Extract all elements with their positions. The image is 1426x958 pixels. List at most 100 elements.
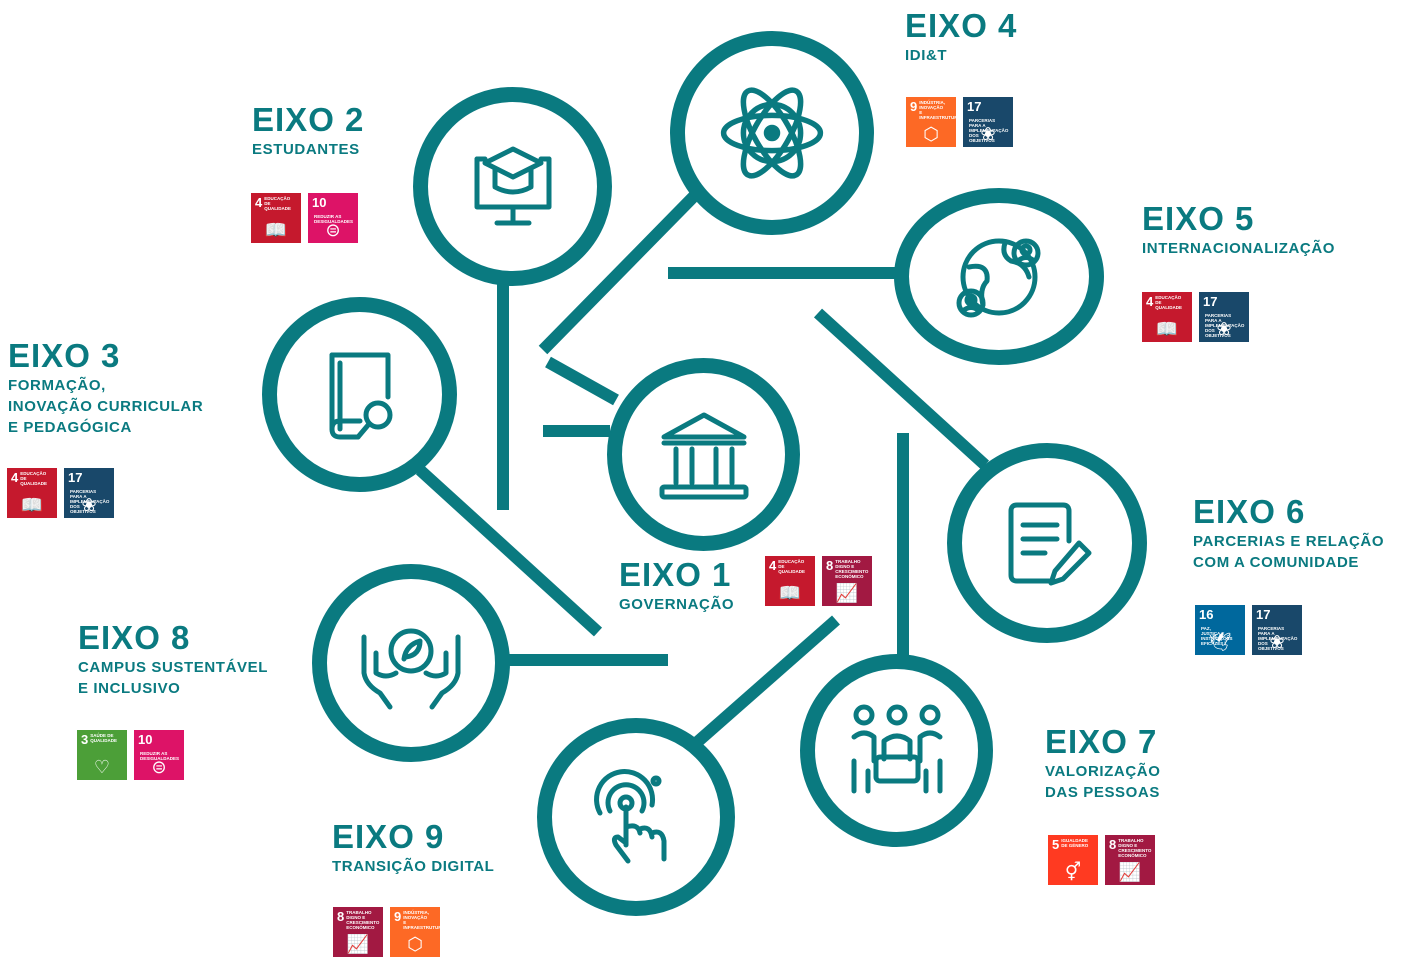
eixo8-label: EIXO 8 CAMPUS SUSTENTÁVEL E INCLUSIVO (78, 621, 268, 699)
touch-finger-icon (594, 769, 667, 864)
sdg-badge: 10REDUZIR AS DESIGUALDADES⊜ (134, 730, 184, 780)
meeting-people-icon (851, 704, 942, 793)
axis-title: EIXO 7 (1045, 723, 1158, 760)
connector-eixo3 (415, 465, 603, 637)
eixo6-label: EIXO 6 PARCERIAS E RELAÇÃO COM A COMUNID… (1193, 495, 1384, 573)
sdg-badge: 17PARCERIAS PARA A IMPLEMENTAÇÃO DOS OBJ… (1199, 292, 1249, 342)
sdg-icon: ❀ (1269, 632, 1285, 652)
sdg-number: 9 (394, 909, 402, 924)
eixo1-label: EIXO 1 GOVERNAÇÃO (619, 558, 734, 615)
sdg-label: SAÚDE DE QUALIDADE (90, 733, 117, 743)
graduation-monitor-icon (474, 146, 551, 225)
sdg-label: PARCERIAS PARA A IMPLEMENTAÇÃO DOS OBJET… (969, 118, 1009, 143)
sdg-label: PAZ, JUSTIÇA E INSTITUIÇÕES EFICAZES (1201, 626, 1233, 646)
eixo6-sdg-badges: 16PAZ, JUSTIÇA E INSTITUIÇÕES EFICAZES🕊1… (1195, 605, 1302, 655)
atom-icon (720, 87, 824, 179)
sdg-badge: 16PAZ, JUSTIÇA E INSTITUIÇÕES EFICAZES🕊 (1195, 605, 1245, 655)
document-pen-icon (1008, 502, 1092, 586)
axis-title: EIXO 4 (905, 7, 1018, 44)
sdg-label: PARCERIAS PARA A IMPLEMENTAÇÃO DOS OBJET… (1205, 313, 1245, 338)
sdg-label: REDUZIR AS DESIGUALDADES (140, 751, 180, 761)
eixo4-label: EIXO 4 IDI&T (905, 9, 1017, 66)
sdg-number: 17 (68, 470, 83, 485)
axis-subtitle: IDI&T (905, 47, 948, 64)
sdg-label: EDUCAÇÃO DE QUALIDADE (20, 471, 47, 486)
sdg-number: 4 (769, 558, 777, 573)
axis-title: EIXO 9 (332, 818, 445, 855)
sdg-number: 4 (1146, 294, 1154, 309)
sdg-number: 10 (138, 732, 153, 747)
sdg-icon: ⊜ (151, 757, 167, 777)
sdg-label: PARCERIAS PARA A IMPLEMENTAÇÃO DOS OBJET… (1258, 626, 1298, 651)
sdg-icon: ⚥ (1064, 862, 1082, 882)
axis-subtitle: TRANSIÇÃO DIGITAL (332, 858, 495, 875)
eixo9-label: EIXO 9 TRANSIÇÃO DIGITAL (332, 820, 494, 877)
axis-subtitle: FORMAÇÃO, INOVAÇÃO CURRICULAR E PEDAGÓGI… (8, 377, 204, 436)
sdg-number: 4 (11, 470, 19, 485)
sdg-label: EDUCAÇÃO DE QUALIDADE (778, 559, 805, 574)
sdg-number: 5 (1052, 837, 1060, 852)
sdg-number: 17 (1203, 294, 1218, 309)
sdg-label: EDUCAÇÃO DE QUALIDADE (264, 196, 291, 211)
sdg-icon: 📖 (1155, 319, 1179, 339)
sdg-number: 9 (910, 99, 918, 114)
axis-subtitle: INTERNACIONALIZAÇÃO (1142, 240, 1336, 257)
connector-eixo1b (545, 356, 619, 406)
sdg-label: TRABALHO DIGNO E CRESCIMENTO ECONÓMICO (346, 910, 380, 930)
eixo8-circle (312, 564, 510, 762)
eixo2-label: EIXO 2 ESTUDANTES (252, 103, 364, 160)
sdg-label: IGUALDADE DE GÉNERO (1061, 838, 1089, 848)
eixo5-label: EIXO 5 INTERNACIONALIZAÇÃO (1142, 202, 1335, 259)
axis-title: EIXO 5 (1142, 200, 1255, 237)
bank-icon (659, 412, 748, 499)
sdg-icon: ⬡ (923, 124, 939, 144)
eixo6-circle (947, 443, 1147, 643)
sdg-label: INDÚSTRIA, INOVAÇÃO E INFRAESTRUTURAS (919, 100, 956, 120)
sdg-number: 8 (826, 558, 834, 573)
sdg-icon: 📈 (346, 934, 370, 954)
eixo7-label: EIXO 7 VALORIZAÇÃO DAS PESSOAS (1045, 725, 1160, 803)
axis-title: EIXO 2 (252, 101, 365, 138)
eixo5-circle (894, 188, 1104, 365)
sdg-icon: 🕊 (1208, 632, 1232, 652)
connector-eixo9 (682, 615, 840, 757)
sdg-label: EDUCAÇÃO DE QUALIDADE (1155, 295, 1182, 310)
axis-subtitle: VALORIZAÇÃO DAS PESSOAS (1045, 763, 1161, 801)
sdg-badge: 17PARCERIAS PARA A IMPLEMENTAÇÃO DOS OBJ… (963, 97, 1013, 147)
book-search-icon (329, 352, 392, 439)
axis-subtitle: GOVERNAÇÃO (619, 596, 735, 613)
axis-subtitle: ESTUDANTES (252, 141, 360, 158)
sdg-icon: ❀ (81, 495, 97, 515)
sdg-icon: 📖 (264, 220, 288, 240)
sdg-number: 17 (967, 99, 982, 114)
sdg-label: TRABALHO DIGNO E CRESCIMENTO ECONÓMICO (835, 559, 869, 579)
sdg-badge: 10REDUZIR AS DESIGUALDADES⊜ (308, 193, 358, 243)
axis-title: EIXO 3 (8, 337, 121, 374)
sdg-icon: 📖 (20, 495, 44, 515)
sdg-number: 3 (81, 732, 89, 747)
sdg-icon: ❀ (1216, 319, 1232, 339)
sdg-badge: 17PARCERIAS PARA A IMPLEMENTAÇÃO DOS OBJ… (64, 468, 114, 518)
axis-title: EIXO 6 (1193, 493, 1306, 530)
sdg-number: 8 (337, 909, 345, 924)
sdg-icon: 📈 (1118, 862, 1142, 882)
sdg-label: REDUZIR AS DESIGUALDADES (314, 214, 354, 224)
eixo1-circle (607, 358, 800, 551)
axis-subtitle: CAMPUS SUSTENTÁVEL E INCLUSIVO (78, 659, 268, 697)
sdg-number: 10 (312, 195, 327, 210)
sdg-label: TRABALHO DIGNO E CRESCIMENTO ECONÓMICO (1118, 838, 1152, 858)
sdg-label: INDÚSTRIA, INOVAÇÃO E INFRAESTRUTURAS (403, 910, 440, 930)
